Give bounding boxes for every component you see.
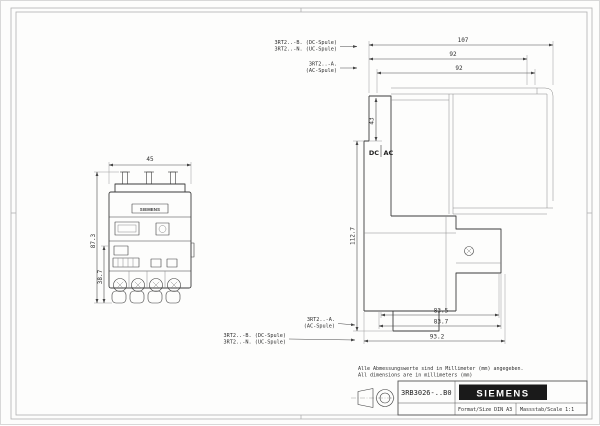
dim-side-overall-height: 112.7	[350, 140, 392, 332]
dim-label-112-7: 112.7	[350, 227, 357, 245]
dim-side-bottom-93-2: 93.2	[363, 274, 506, 344]
dim-side-bottom-83-7: 83.7	[378, 274, 502, 329]
projection-circle-inner	[379, 392, 391, 404]
format-label: Format/Size DIN A3	[458, 407, 512, 413]
terminal-screws	[113, 278, 181, 292]
coil-type-marking: DC AC	[369, 145, 394, 157]
dim-label-93-2: 93.2	[430, 334, 445, 341]
note-english: All dimensions are in millimeters (mm)	[358, 373, 472, 379]
coil-ac-label: AC	[384, 149, 394, 157]
callout-top-ac-1: 3RT2..-A.	[309, 62, 337, 68]
device-brand-label: SIEMENS	[140, 207, 160, 212]
coil-dc-label: DC	[369, 149, 379, 157]
dim-label-107: 107	[458, 37, 469, 44]
dim-side-depth-ac: 92	[376, 65, 536, 93]
note-german: Alle Abmessungswerte sind in Millimeter …	[358, 366, 524, 372]
siemens-logo: SIEMENS	[476, 389, 529, 400]
projection-circle-outer	[376, 389, 394, 407]
dim-front-lower-height: 38.7	[97, 245, 109, 304]
callout-top-dc: 3RT2..-B. (DC-Spule)	[275, 40, 337, 46]
terminal-marking-strip	[112, 257, 178, 268]
dim-label-45: 45	[146, 156, 154, 163]
callout-top-uc: 3RT2..-N. (UC-Spule)	[275, 47, 337, 53]
test-slide	[113, 245, 129, 256]
scale-label: Massstab/Scale 1:1	[520, 407, 574, 413]
dim-label-92-dc: 92	[449, 51, 457, 58]
dim-label-92-ac: 92	[455, 65, 463, 72]
callout-bottom-ac-1: 3RT2..-A.	[307, 317, 335, 323]
sheet-frame	[10, 7, 593, 420]
dim-label-43: 43	[369, 117, 376, 125]
contactor-outline	[391, 87, 554, 215]
dim-side-overall-depth: 107	[368, 37, 554, 93]
callout-bottom-dc: 3RT2..-B. (DC-Spule)	[224, 333, 286, 339]
display-window	[114, 221, 140, 236]
part-number: 3RB3026-..B0	[401, 389, 452, 397]
dim-label-83-7: 83.7	[434, 319, 449, 326]
dim-side-depth-dc: 92	[368, 51, 528, 85]
setting-dial	[155, 222, 170, 236]
projection-symbol	[351, 388, 396, 408]
callout-top-ac-2: (AC-Spule)	[306, 68, 337, 74]
side-view: DC AC 107 92	[350, 37, 554, 344]
terminal-pins	[120, 171, 178, 185]
side-terminal-screw	[464, 246, 474, 256]
coil-callouts: 3RT2..-B. (DC-Spule) 3RT2..-N. (UC-Spule…	[224, 40, 358, 346]
dimension-notes: Alle Abmessungswerte sind in Millimeter …	[358, 366, 524, 379]
dim-label-38-7: 38.7	[97, 269, 104, 284]
dim-label-83-5: 83.5	[434, 308, 449, 315]
title-block: 3RB3026-..B0 SIEMENS Format/Size DIN A3 …	[397, 380, 588, 416]
siemens-logo-box	[459, 384, 547, 400]
projection-cone	[357, 388, 374, 408]
callout-bottom-uc: 3RT2..-N. (UC-Spule)	[224, 340, 286, 346]
dim-front-width: 45	[108, 156, 192, 184]
brand-plate	[131, 203, 169, 214]
callout-bottom-ac-2: (AC-Spule)	[304, 324, 335, 330]
side-clip	[190, 242, 195, 258]
front-view: SIEMENS	[90, 156, 195, 304]
mounting-feet	[111, 290, 181, 304]
relay-profile	[363, 95, 502, 332]
dim-side-top-height: 43	[369, 97, 382, 142]
relay-top-strip	[114, 183, 186, 193]
dim-label-87-3: 87.3	[90, 233, 97, 248]
dim-side-bottom-83-5: 83.5	[380, 274, 500, 318]
